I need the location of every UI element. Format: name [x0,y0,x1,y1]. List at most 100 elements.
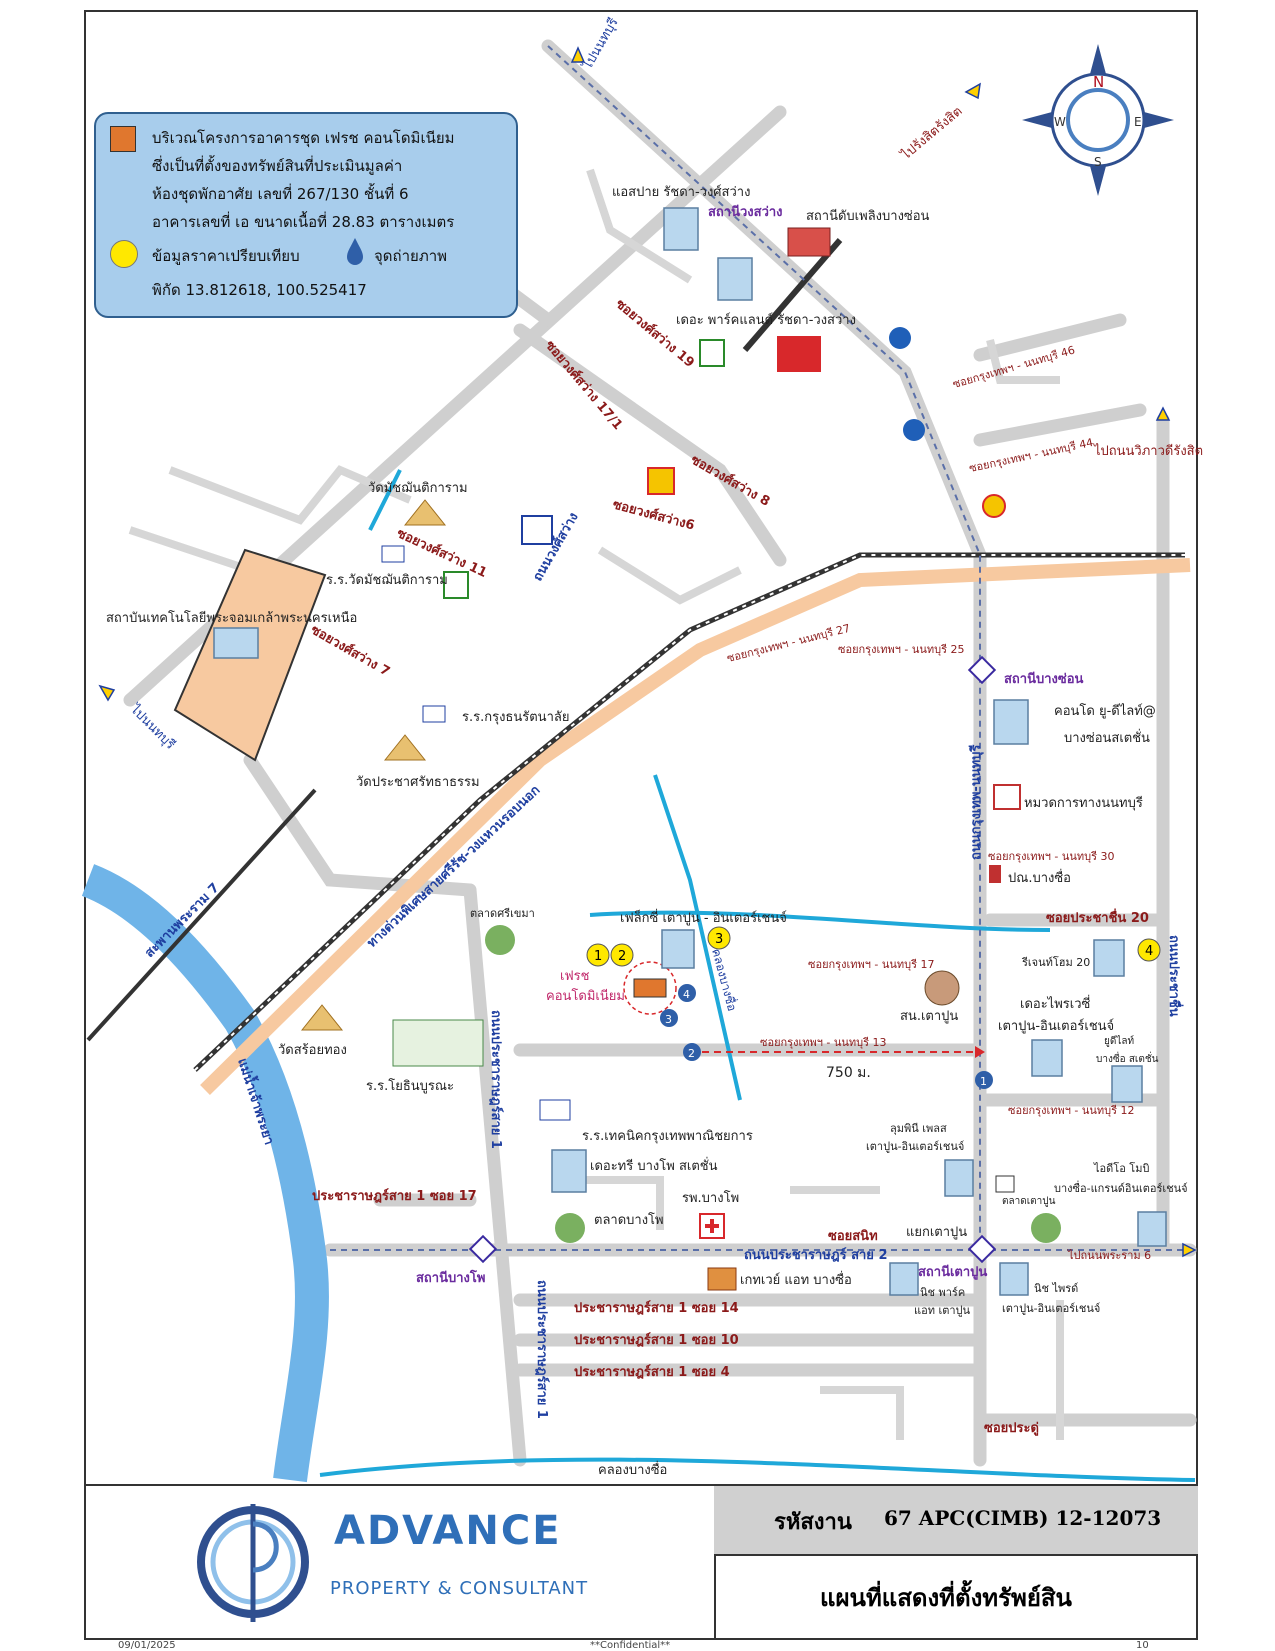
photo-2: 2 [688,1047,695,1060]
elevated-line [742,238,843,352]
comparable-2: 2 [618,949,626,964]
canal-top-left [368,469,402,531]
school-building-icon [392,1019,484,1067]
subject-radius [623,961,677,1015]
label-krungthep-nonthaburi-rd: ถนนกรุงเทพ-นนทบุรี [968,745,984,860]
condo-icon [717,257,753,301]
canals [319,469,1196,1482]
label-flexi: เฟล็กซี่ เตาปูน - อินเตอร์เชนจ์ [620,908,787,926]
label-ideo-mobi-2: บางซื่อ-แกรนด์อินเตอร์เชนจ์ [1054,1180,1188,1195]
comparable-swatch [110,240,138,268]
logo-area: ADVANCE PROPERTY & CONSULTANT [86,1486,716,1638]
fire-station-icon [787,227,831,257]
map-legend: บริเวณโครงการอาคารชุด เฟรช คอนโดมิเนียม … [94,112,518,318]
gateway-mall-icon [707,1267,737,1291]
bangpho-station-icon [468,1234,498,1264]
label-talat-taopoon: ตลาดเตาปูน [1002,1196,1056,1207]
road-soi-46 [973,313,1127,362]
condo-icon [1093,939,1125,977]
label-expressway: ทางด่วนพิเศษสายศรีรัช-วงแหวนรอบนอก [364,782,543,951]
label-wat-machanti: วัดมัชฌันติการาม [368,481,468,496]
label-soi-25: ซอยกรุงเทพฯ - นนทบุรี 25 [838,643,965,656]
photo-4: 4 [683,988,690,1001]
condo-icon [1137,1211,1167,1247]
label-taopoon-junction: แยกเตาปูน [906,1225,967,1240]
label-gateway: เกทเวย์ แอท บางซื่อ [740,1271,852,1288]
label-khlong-bangsue-bottom: คลองบางซื่อ [598,1461,667,1478]
label-the-tree: เดอะทรี บางโพ สเตชั่น [590,1157,718,1174]
police-station-icon [924,970,960,1006]
road-soi-6 [513,323,787,567]
distance-arrow [975,1046,985,1058]
canal-bottom [319,1457,1196,1482]
legend-project-line2: ซึ่งเป็นที่ตั้งของทรัพย์สินที่ประเมินมูล… [152,157,403,175]
label-highway-office: หมวดการทางนนทบุรี [1024,795,1143,811]
label-wat-prachasattha: วัดประชาศรัทธาธรรม [356,775,480,790]
label-soi-7: ซอยวงศ์สว่าง 7 [308,622,393,680]
direction-arrows [98,46,1197,1258]
arrow-up-right-icon [964,82,981,100]
compass-n: N [1093,73,1104,91]
compass-e: E [1134,115,1142,129]
photo-point-drop-icon [347,238,363,265]
comparable-4: 4 [1145,944,1153,959]
arrow-up-left-icon [98,684,116,702]
label-kmutnb: สถาบันเทคโนโลยีพระจอมเกล้าพระนครเหนือ [106,610,357,626]
map-frame [84,10,1198,1486]
condo-icon [944,1159,974,1197]
label-condo-ulive-2: บางซ่อนสเตชั่น [1064,729,1150,746]
condo-icon [1031,1039,1063,1077]
school-flag-icons [381,545,571,1121]
bank-icon [647,467,675,495]
arrow-right-icon [1182,1242,1197,1258]
market-icon [485,925,515,955]
label-bangsue-station-short: บางซื่อ สเตชั่น [1096,1051,1159,1065]
seven-eleven-icon [443,571,469,599]
market-icon [555,1213,585,1243]
map-title-box: แผนที่แสดงที่ตั้งทรัพย์สิน [714,1556,1198,1638]
condo-icon [663,207,699,251]
company-logo-icon [197,1504,309,1622]
label-taopoon-police: สน.เตาปูน [900,1009,958,1024]
label-soi-30: ซอยกรุงเทพฯ - นนทบุรี 30 [988,850,1115,863]
hospital-cross-icon [705,1219,719,1233]
condo-icon [889,1262,919,1296]
seven-eleven-icon [699,339,725,367]
bangson-station-icon [967,655,997,685]
label-fresh-1: เฟรช [560,969,590,984]
label-pracharat-sai1-rd: ถนนประชาราษฎร์สาย 1 [488,1010,504,1149]
label-to-nonthaburi-left: ไปนนทบุรี [126,701,178,753]
label-talat-bangpho: ตลาดบางโพ [594,1212,664,1228]
temple-icons [300,499,447,1031]
label-wongsawang-station: สถานีวงสว่าง [708,204,783,220]
photo-point-markers [660,984,993,1089]
label-pracharat-soi17: ประชาราษฎร์สาย 1 ซอย 17 [312,1188,477,1204]
label-regent-home: รีเจนท์โฮม 20 [1021,955,1090,969]
label-soi-19: ซอยวงศ์สว่าง 19 [612,296,697,371]
label-niche-park-1: นิช พาร์ค [920,1286,965,1299]
label-soi-4: ประชาราษฎร์สาย 1 ซอย 4 [574,1364,730,1380]
label-wat-soi-thong: วัดสร้อยทอง [278,1043,347,1058]
condo-icon [993,699,1029,745]
compass-north-arrow-icon [1090,44,1106,74]
label-school-krungthon: ร.ร.กรุงธนรัตนาลัย [462,710,569,725]
minor-roads [128,168,1064,1440]
label-pracharat-sai1-vertical: ถนนประชาราษฎร์สาย 1 [534,1280,550,1419]
legend-coordinates: พิกัด 13.812618, 100.525417 [152,281,367,299]
compass-s: S [1094,155,1102,169]
label-lumpini-1: ลุมพินี เพลส [890,1122,947,1135]
label-esplanade: แอสปาย รัชดา-วงศ์สว่าง [612,184,750,200]
label-soi-pracha-chuen-20: ซอยประชาชื่น 20 [1046,908,1149,926]
photo-1: 1 [980,1075,987,1088]
label-to-nonthaburi-top: ไปนนทบุรี [579,15,622,73]
arrow-up-icon [1155,406,1171,421]
job-code-label: รหัสงาน [774,1509,852,1535]
label-soi-10: ประชาราษฎร์สาย 1 ซอย 10 [574,1332,739,1348]
taopoon-station-icon [967,1234,997,1264]
job-code-value: 67 APC(CIMB) 12-12073 [884,1506,1162,1530]
label-bangpho-station: สถานีบางโพ [416,1269,485,1286]
building-icons [213,207,1167,1296]
big-c-icon [777,336,821,372]
label-soi-pradu: ซอยประดู่ [984,1421,1039,1436]
shell-icon [982,494,1006,518]
